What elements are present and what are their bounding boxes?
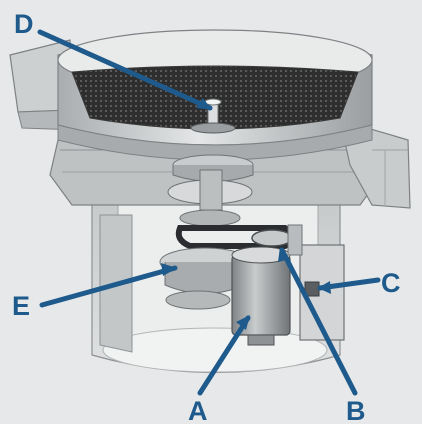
callout-line-d <box>37 29 213 111</box>
arrowhead-c <box>318 281 331 294</box>
top-hopper <box>57 29 373 161</box>
callout-line-e <box>39 265 178 308</box>
callout-labels: D E A B C <box>12 9 401 424</box>
arrowhead-e <box>161 263 177 276</box>
callout-label-d: D <box>14 9 34 39</box>
arrowhead-b <box>278 247 290 262</box>
callout-line-b <box>279 247 358 396</box>
callout-label-b: B <box>346 396 366 424</box>
arrowhead-d <box>196 98 212 110</box>
callout-label-e: E <box>12 291 30 321</box>
callout-line-a <box>197 315 251 396</box>
callout-label-a: A <box>188 396 208 424</box>
callout-arrowheads <box>161 98 331 330</box>
callout-lines <box>37 29 381 396</box>
screen-clamp <box>190 98 236 134</box>
arrowhead-a <box>236 315 250 330</box>
callout-label-c: C <box>381 268 401 298</box>
drive-motor <box>231 246 291 346</box>
eccentric-weights <box>167 154 254 227</box>
